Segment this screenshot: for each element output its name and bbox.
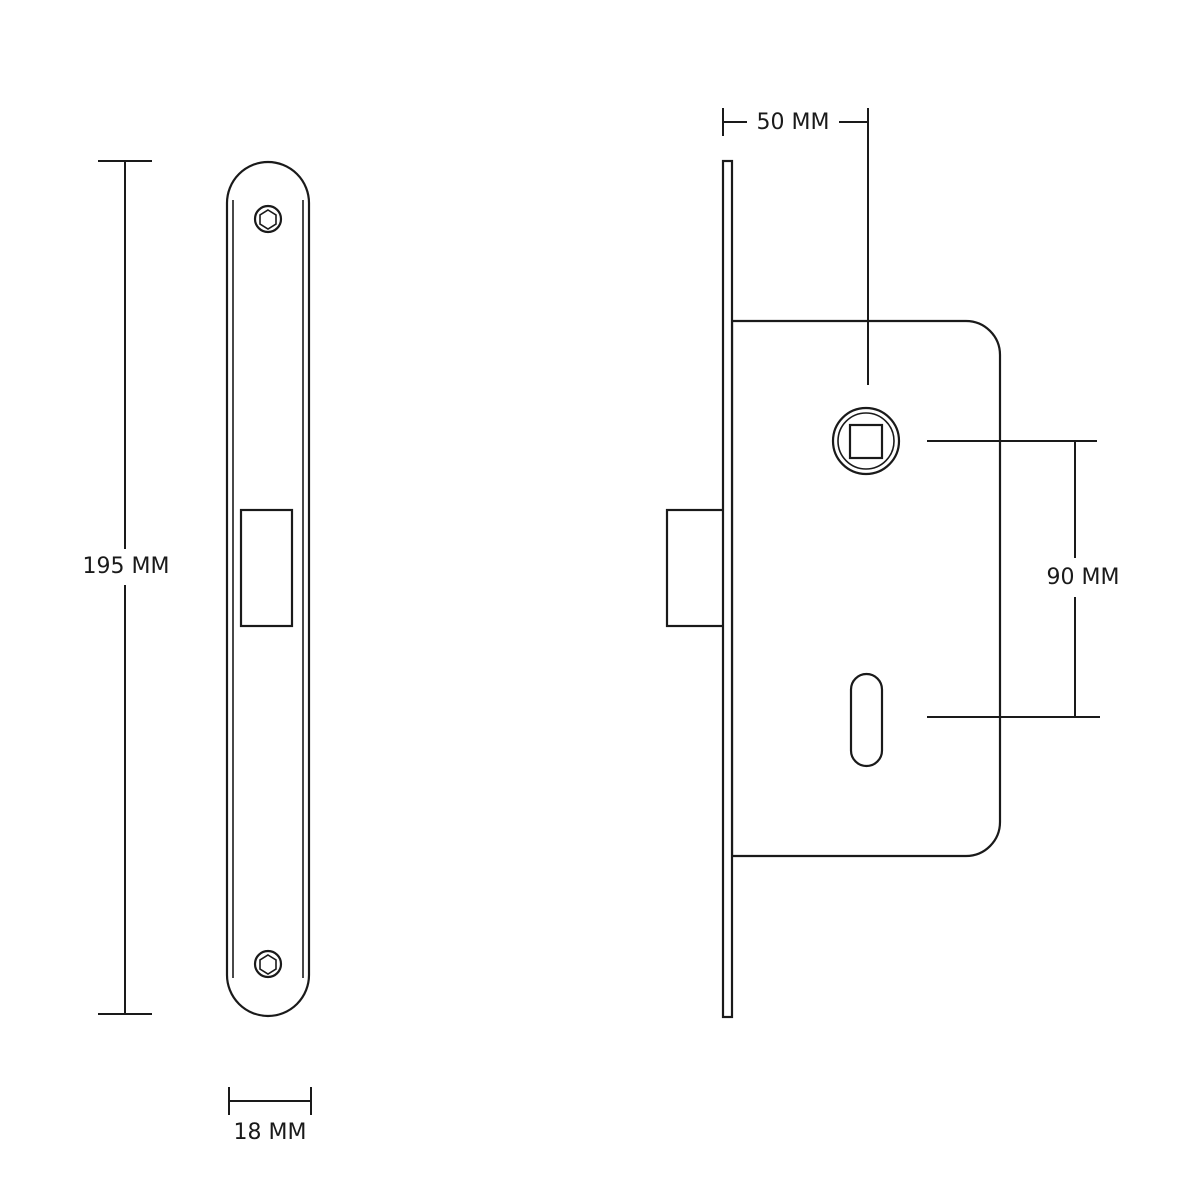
width-dimension: 18 MM	[228, 1087, 312, 1145]
bottom-screw-icon	[253, 949, 283, 979]
latch-window	[239, 508, 294, 628]
keyhole-slot	[849, 672, 884, 768]
top-screw-icon	[253, 204, 283, 234]
backset-dimension: 50 MM	[722, 108, 869, 385]
faceplate-side	[721, 159, 734, 1019]
width-dimension-label: 18 MM	[234, 1120, 307, 1145]
lock-case	[730, 319, 1002, 858]
spindle-hub-icon	[831, 406, 901, 476]
center-distance-dimension-label: 90 MM	[1047, 565, 1120, 590]
latch-bolt	[665, 508, 726, 628]
height-dimension: 195 MM	[83, 160, 170, 1015]
center-distance-dimension: 90 MM	[927, 440, 1120, 718]
backset-dimension-label: 50 MM	[757, 110, 830, 135]
lock-body-side-view	[665, 159, 1002, 1019]
height-dimension-label: 195 MM	[83, 554, 170, 579]
faceplate-front-view	[225, 160, 311, 1018]
